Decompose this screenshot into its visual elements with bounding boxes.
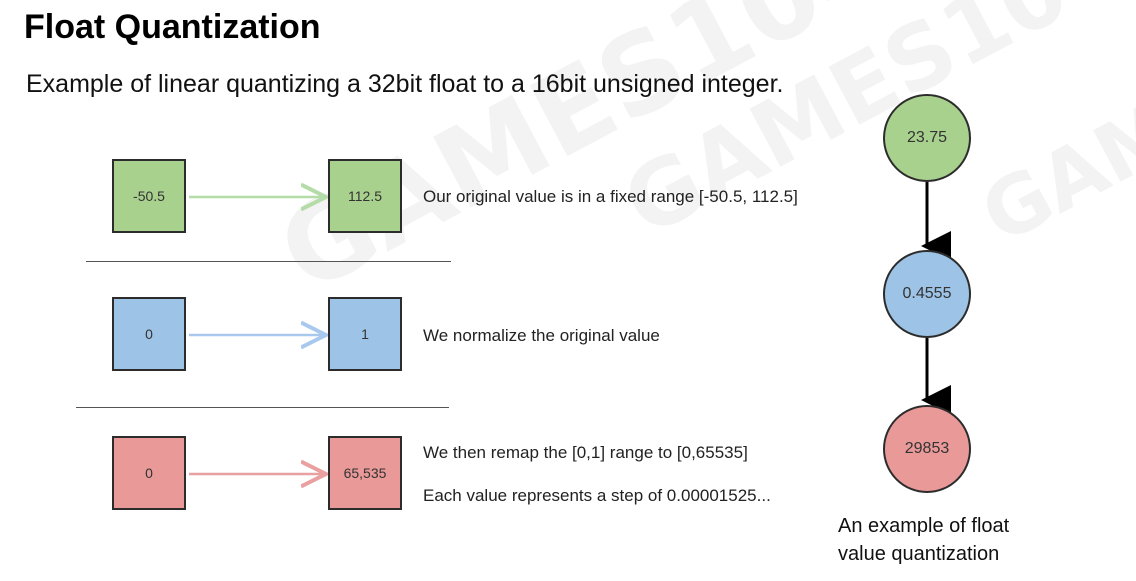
remapped-max-box: 65,535 xyxy=(328,436,402,510)
step-description: Each value represents a step of 0.000015… xyxy=(423,486,771,505)
slide-title: Float Quantization xyxy=(24,8,321,46)
original-range-description: Our original value is in a fixed range [… xyxy=(423,187,798,206)
range-min-value: -50.5 xyxy=(133,188,165,204)
normalize-description: We normalize the original value xyxy=(423,326,660,345)
remap-description: We then remap the [0,1] range to [0,6553… xyxy=(423,443,748,462)
remapped-max-value: 65,535 xyxy=(343,465,387,481)
normalized-min-box: 0 xyxy=(112,297,186,371)
quantized-value: 29853 xyxy=(904,440,950,457)
range-min-box: -50.5 xyxy=(112,159,186,233)
divider-line xyxy=(86,261,451,262)
quantized-value-node: 29853 xyxy=(883,405,971,493)
remapped-min-box: 0 xyxy=(112,436,186,510)
float-value: 23.75 xyxy=(906,129,948,146)
normalized-min-value: 0 xyxy=(145,326,153,342)
remapped-min-value: 0 xyxy=(145,465,153,481)
chain-caption: An example of float value quantization xyxy=(838,515,1010,565)
normalized-max-value: 1 xyxy=(361,326,369,342)
normalized-value-node: 0.4555 xyxy=(883,250,971,338)
range-max-box: 112.5 xyxy=(328,159,402,233)
normalized-value: 0.4555 xyxy=(902,285,952,302)
float-value-node: 23.75 xyxy=(883,94,971,182)
slide-subtitle: Example of linear quantizing a 32bit flo… xyxy=(26,70,784,98)
range-max-value: 112.5 xyxy=(348,188,382,204)
divider-line xyxy=(76,407,449,408)
normalized-max-box: 1 xyxy=(328,297,402,371)
